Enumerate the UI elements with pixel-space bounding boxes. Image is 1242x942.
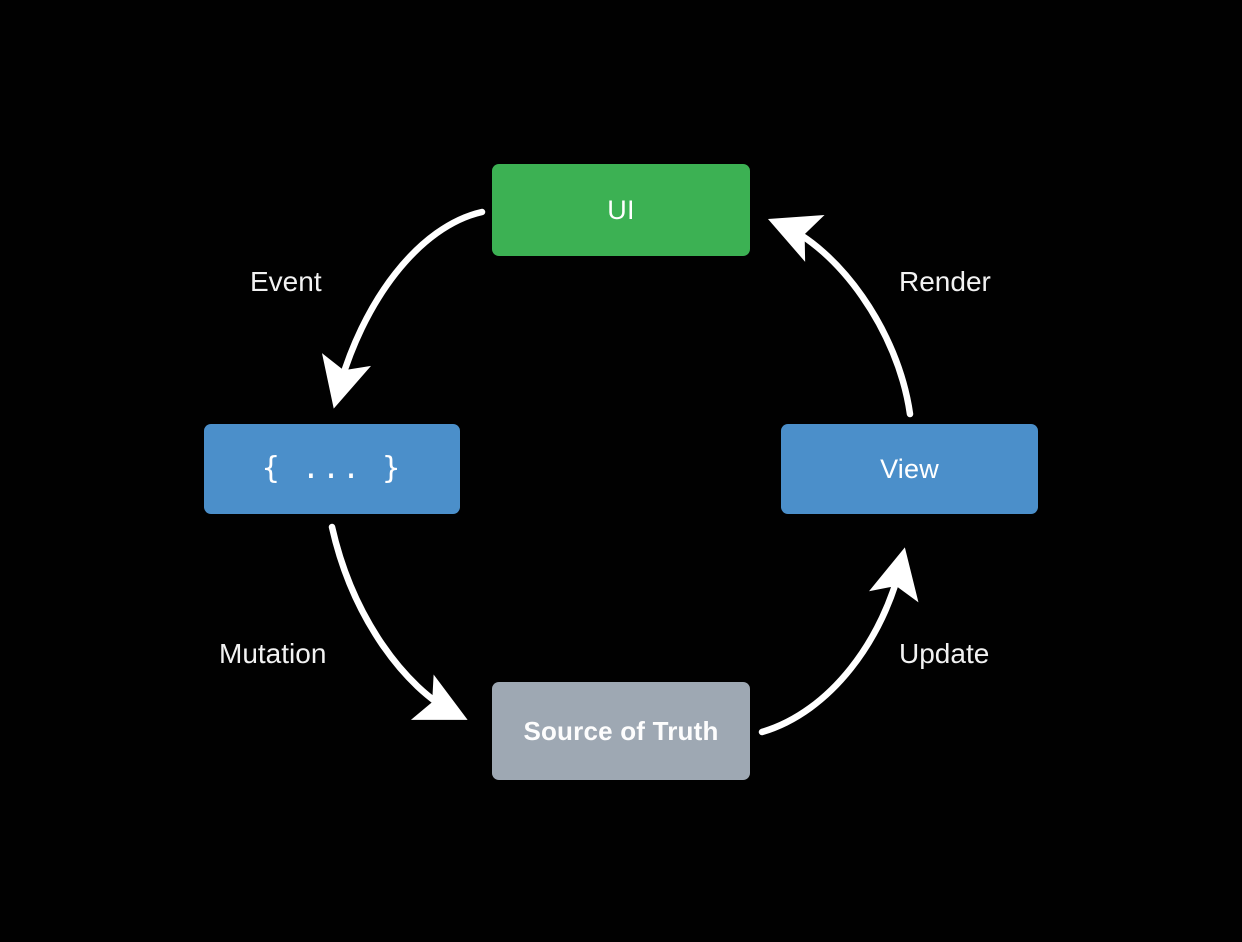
node-view-label: View xyxy=(880,453,939,484)
edge-label-render: Render xyxy=(899,266,991,297)
edge-label-mutation: Mutation xyxy=(219,638,327,669)
node-source[interactable]: Source of Truth xyxy=(492,682,750,780)
edge-arrow-mutation xyxy=(328,523,468,720)
edge-arrow-event xyxy=(321,208,486,409)
node-state-label: { ... } xyxy=(261,451,403,486)
edge-label-event: Event xyxy=(250,266,322,297)
node-source-label: Source of Truth xyxy=(523,716,719,746)
node-ui[interactable]: UI xyxy=(492,164,750,256)
edge-arrow-update xyxy=(758,547,919,736)
edge-label-update: Update xyxy=(899,638,990,669)
node-view[interactable]: View xyxy=(781,424,1038,514)
node-state[interactable]: { ... } xyxy=(204,424,460,514)
edge-arrow-render xyxy=(767,215,914,418)
node-ui-label: UI xyxy=(607,194,635,225)
